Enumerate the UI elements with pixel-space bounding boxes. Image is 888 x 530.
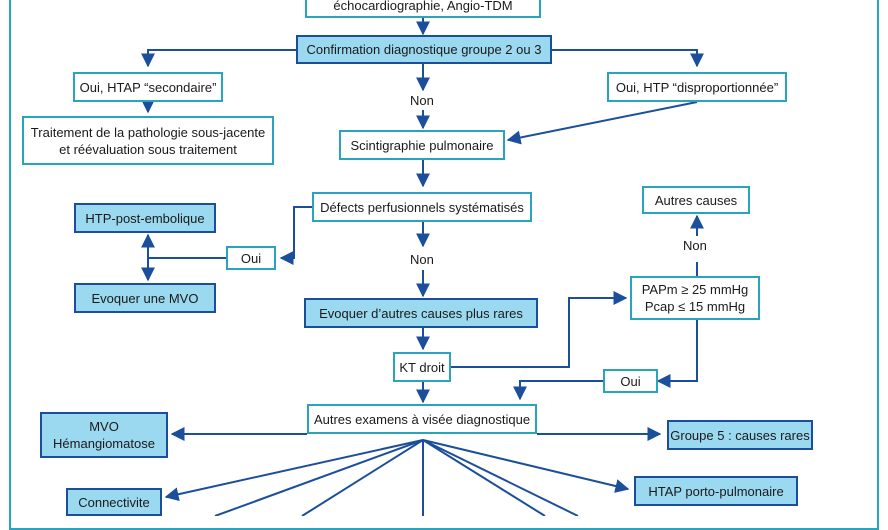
node-htap-secondaire-text: Oui, HTAP “secondaire” [79, 79, 217, 95]
label-non-2: Non [410, 252, 434, 267]
edge-examens-to-offscreen-1 [214, 439, 424, 516]
node-htp-disproportionnee-text: Oui, HTP “disproportionnée” [615, 79, 779, 95]
node-papm-line2: Pcap ≤ 15 mmHg [644, 299, 746, 314]
node-htap-porto-text: HTAP porto-pulmonaire [648, 483, 784, 499]
node-htp-post-embolique: HTP-post-embolique [74, 203, 216, 233]
connector-lines [141, 18, 704, 516]
node-papm: PAPm ≥ 25 mmHg Pcap ≤ 15 mmHg [630, 276, 760, 320]
node-defects-text: Défects perfusionnels systématisés [320, 199, 524, 215]
node-evoquer-autres-text: Evoquer d’autres causes plus rares [319, 305, 523, 321]
node-oui-1: Oui [226, 246, 276, 270]
node-autres-causes-text: Autres causes [654, 192, 738, 208]
node-kt-droit: KT droit [393, 352, 451, 382]
node-oui-1-text: Oui [240, 250, 262, 266]
node-htp-disproportionnee: Oui, HTP “disproportionnée” [607, 72, 787, 102]
edge-examens-to-offscreen-4 [422, 439, 546, 516]
node-autres-examens-text: Autres examens à visée diagnostique [313, 411, 531, 427]
label-non-3: Non [683, 238, 707, 253]
node-traitement: Traitement de la pathologie sous-jacente… [22, 116, 274, 165]
edge-papm-to-oui2 [656, 320, 698, 388]
edge-examens-to-offscreen-5 [422, 439, 579, 516]
node-groupe5: Groupe 5 : causes rares [667, 420, 813, 450]
edge-oui2-to-autres-examens [513, 380, 603, 401]
edge-confirmation-to-secondaire [141, 49, 297, 68]
node-oui-2: Oui [603, 369, 658, 393]
node-autres-causes: Autres causes [642, 186, 750, 214]
node-papm-line1: PAPm ≥ 25 mmHg [641, 282, 749, 297]
node-evoquer-mvo-text: Evoquer une MVO [91, 290, 199, 306]
edge-examens-to-htap-porto [422, 439, 630, 493]
node-kt-droit-text: KT droit [399, 359, 445, 375]
node-connectivite-text: Connectivite [78, 494, 150, 510]
node-groupe5-text: Groupe 5 : causes rares [670, 427, 810, 443]
label-non-1: Non [410, 93, 434, 108]
node-scintigraphie: Scintigraphie pulmonaire [339, 130, 505, 160]
node-mvo-line1: MVO [89, 419, 119, 434]
node-connectivite: Connectivite [66, 488, 162, 516]
node-traitement-line2: et réévaluation sous traitement [59, 141, 237, 157]
node-confirmation: Confirmation diagnostique groupe 2 ou 3 [296, 35, 552, 64]
node-defects: Défects perfusionnels systématisés [312, 192, 532, 222]
node-mvo-line2: Hémangiomatose [53, 436, 155, 451]
edge-defects-to-oui1 [279, 206, 313, 265]
node-oui-2-text: Oui [620, 373, 641, 389]
node-traitement-line1: Traitement de la pathologie sous-jacente [30, 124, 266, 140]
edge-examens-to-offscreen-2 [301, 439, 424, 516]
edge-confirmation-to-disproportionnee [550, 49, 704, 68]
node-mvo: MVO Hémangiomatose [40, 412, 168, 458]
node-htap-porto: HTAP porto-pulmonaire [634, 476, 798, 506]
edge-disproportionnee-to-scintigraphie [506, 101, 698, 145]
node-evoquer-mvo: Evoquer une MVO [74, 283, 216, 313]
node-htap-secondaire: Oui, HTAP “secondaire” [73, 72, 223, 102]
edge-examens-to-connectivite [164, 439, 424, 502]
node-scintigraphie-text: Scintigraphie pulmonaire [350, 137, 494, 153]
node-evoquer-autres: Evoquer d’autres causes plus rares [304, 298, 538, 328]
node-top-box: échocardiographie, Angio-TDM [305, 0, 541, 18]
node-top-box-text: échocardiographie, Angio-TDM [333, 0, 513, 13]
node-htp-post-embolique-text: HTP-post-embolique [85, 210, 205, 226]
node-autres-examens: Autres examens à visée diagnostique [307, 404, 537, 434]
edge-kt-to-papm [451, 291, 628, 368]
node-confirmation-text: Confirmation diagnostique groupe 2 ou 3 [306, 42, 542, 57]
